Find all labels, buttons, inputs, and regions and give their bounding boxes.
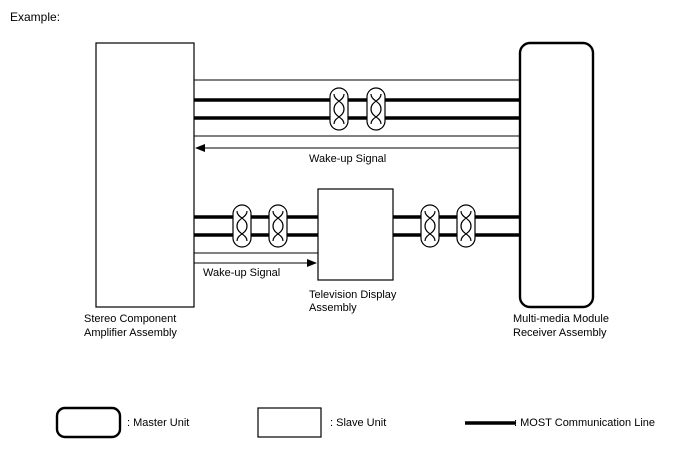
twisted-pair-icon xyxy=(232,204,252,248)
twisted-pair-icon xyxy=(420,204,440,248)
tv-display-label-1: Television Display xyxy=(309,289,397,301)
wakeup-label-bottom: Wake-up Signal xyxy=(203,267,280,279)
stereo-amplifier-label-1: Stereo Component xyxy=(84,313,176,325)
legend-slave-unit-label: : Slave Unit xyxy=(330,417,386,429)
legend-master-unit-label: : Master Unit xyxy=(127,417,189,429)
legend-master-unit-symbol xyxy=(55,406,122,439)
multimedia-receiver-box xyxy=(518,41,595,309)
stereo-amplifier-box xyxy=(95,42,195,308)
legend-slave-unit-symbol xyxy=(257,407,322,438)
twisted-pair-icon xyxy=(366,87,386,131)
legend-most-line-label: : MOST Communication Line xyxy=(514,417,655,429)
tv-display-box xyxy=(317,188,394,281)
twisted-pair-icon xyxy=(329,87,349,131)
twisted-pair-icon xyxy=(268,204,288,248)
tv-display-label-2: Assembly xyxy=(309,302,357,314)
multimedia-receiver-label-1: Multi-media Module xyxy=(513,313,609,325)
wakeup-label-top: Wake-up Signal xyxy=(309,153,386,165)
stereo-amplifier-label-2: Amplifier Assembly xyxy=(84,327,177,339)
diagram-heading: Example: xyxy=(10,10,60,24)
twisted-pair-icon xyxy=(456,204,476,248)
multimedia-receiver-label-2: Receiver Assembly xyxy=(513,327,607,339)
